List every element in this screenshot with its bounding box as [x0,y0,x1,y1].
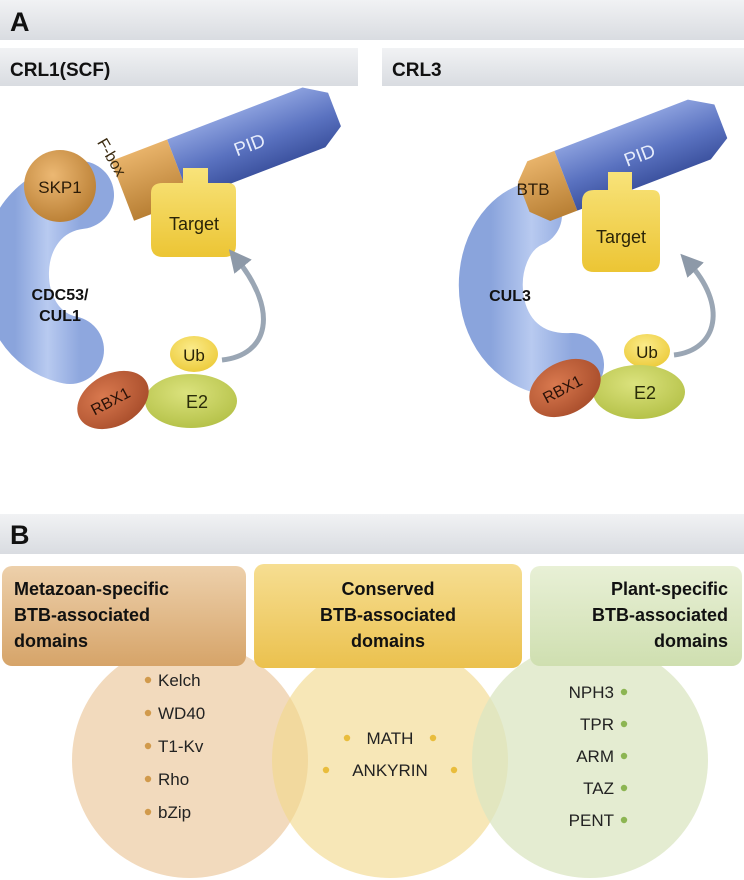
crl1-title-band [0,48,358,86]
metazoan-item: WD40 [158,704,205,723]
conserved-title-line-3: domains [351,631,425,651]
conserved-title-line-1: Conserved [341,579,434,599]
metazoan-item: bZip [158,803,191,822]
conserved-domain-list: MATH ANKYRIN [322,729,458,780]
conserved-item: MATH [367,729,414,748]
conserved-bullet-right [450,766,458,774]
plant-item: PENT [569,811,614,830]
crl1-ub [170,336,218,372]
crl1-e2 [145,374,237,428]
plant-item: TPR [580,715,614,734]
crl1-cullin-label-1: CDC53/ [32,287,89,304]
crl1-pid-shape [167,87,341,200]
metazoan-bullet [144,709,152,717]
crl3-pid-shape [554,99,728,211]
metazoan-bullet [144,742,152,750]
metazoan-title-line-3: domains [14,631,88,651]
metazoan-header-box [2,566,246,666]
crl3-rbx1 [529,358,601,418]
metazoan-item: T1-Kv [158,737,204,756]
metazoan-circle [72,642,308,878]
plant-bullet [620,816,628,824]
plant-bullet [620,784,628,792]
crl3-ub-transfer-arrow [673,253,716,358]
crl3-ub [624,334,670,368]
conserved-circle [272,642,508,878]
crl1-cullin-label-2: CUL1 [39,308,81,325]
panel-b-letter: B [10,520,30,550]
crl1-ub-transfer-arrow [221,249,266,363]
plant-bullet [620,720,628,728]
plant-header-box [530,566,742,666]
metazoan-bullet [144,676,152,684]
crl3-target-label: Target [596,227,646,247]
conserved-item: ANKYRIN [352,761,428,780]
crl3-ub-label: Ub [636,343,658,362]
crl3-cullin-scaffold [458,183,604,398]
crl1-ub-label: Ub [183,346,205,365]
crl3-complex: CUL3 PID BTB Target Ub E2 RBX1 [458,99,728,419]
crl1-e2-label: E2 [186,392,208,412]
panel-a-band [0,0,744,40]
crl1-complex: CDC53/ CUL1 PID F-box SKP1 Target Ub E2 … [0,87,341,430]
crl1-title: CRL1(SCF) [10,60,110,81]
plant-domain-list: NPH3 TPR ARM TAZ PENT [569,683,628,830]
plant-circle [472,642,708,878]
plant-item: ARM [576,747,614,766]
plant-title-line-3: domains [654,631,728,651]
conserved-header-box [254,564,522,668]
plant-bullet [620,688,628,696]
plant-item: NPH3 [569,683,614,702]
plant-item: TAZ [583,779,614,798]
crl3-cullin-label: CUL3 [489,288,531,305]
crl1-skp1-label: SKP1 [38,178,81,197]
panel-a-letter: A [10,7,30,37]
plant-title-line-1: Plant-specific [611,579,728,599]
crl1-target-label: Target [169,214,219,234]
crl3-title-band [382,48,744,86]
metazoan-bullet [144,808,152,816]
crl1-rbx1 [77,370,149,430]
plant-bullet [620,752,628,760]
conserved-bullet-right [429,734,437,742]
crl3-target-shape [582,172,660,272]
crl3-btb-protein: PID [518,99,728,222]
crl3-e2 [593,365,685,419]
metazoan-item: Kelch [158,671,201,690]
crl3-title: CRL3 [392,60,442,81]
crl3-btb-shape [518,150,578,222]
metazoan-item: Rho [158,770,189,789]
plant-title-line-2: BTB-associated [592,605,728,625]
metazoan-bullet [144,775,152,783]
crl1-target-shape [151,168,236,257]
conserved-bullet-left [322,766,330,774]
crl1-skp1 [24,150,96,222]
crl3-btb-label: BTB [516,180,549,199]
metazoan-domain-list: Kelch WD40 T1-Kv Rho bZip [144,671,205,822]
conserved-title-line-2: BTB-associated [320,605,456,625]
panel-b-band [0,514,744,554]
crl3-e2-label: E2 [634,383,656,403]
conserved-bullet-left [343,734,351,742]
metazoan-title-line-1: Metazoan-specific [14,579,169,599]
metazoan-title-line-2: BTB-associated [14,605,150,625]
